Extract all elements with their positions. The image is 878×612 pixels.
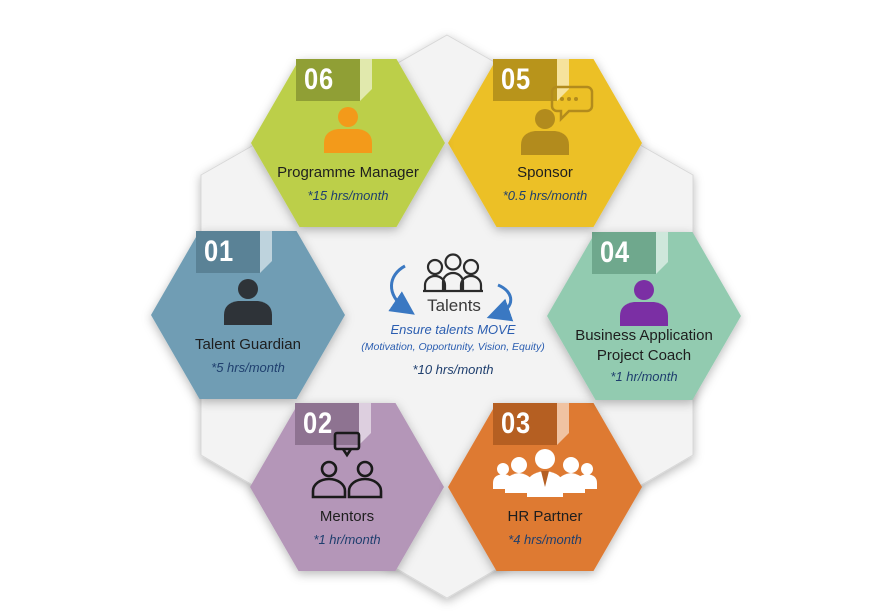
- role-title: HR Partner: [507, 508, 583, 525]
- role-title: Talent Guardian: [195, 336, 301, 353]
- team-icon: [493, 449, 597, 497]
- person-icon: [324, 107, 372, 153]
- number-tab-fold: [656, 232, 668, 274]
- number-tab: [493, 59, 557, 101]
- role-number: 04: [600, 236, 631, 269]
- mentoring-icon: [311, 431, 383, 499]
- role-hours: *5 hrs/month: [211, 360, 285, 375]
- number-tab-fold: [557, 59, 569, 101]
- role-number: 05: [501, 63, 532, 96]
- number-tab-fold: [260, 231, 272, 273]
- number-tab-fold: [557, 403, 569, 445]
- person-icon: [224, 279, 272, 325]
- group-icon: [423, 253, 483, 293]
- cycle-arrow-right-icon: [486, 283, 514, 322]
- center-title: Talents: [427, 296, 481, 315]
- center-detail: (Motivation, Opportunity, Vision, Equity…: [361, 341, 545, 353]
- role-number: 06: [304, 63, 335, 96]
- role-title-line: Project Coach: [596, 347, 692, 364]
- number-tab-fold: [360, 59, 372, 101]
- person-icon: [620, 280, 668, 326]
- role-hours: *0.5 hrs/month: [502, 188, 588, 203]
- role-hexagon-03: [448, 403, 642, 571]
- role-hours: *4 hrs/month: [508, 532, 582, 547]
- role-number: 01: [204, 235, 235, 268]
- role-hexagon-01: [151, 231, 345, 399]
- role-title: Programme Manager: [277, 164, 419, 181]
- role-hours: *1 hr/month: [313, 532, 381, 547]
- number-tab: [196, 231, 260, 273]
- number-tab: [493, 403, 557, 445]
- role-hexagon-06: [251, 59, 445, 227]
- center-hours: *10 hrs/month: [412, 362, 494, 377]
- role-hours: *1 hr/month: [610, 369, 678, 384]
- role-hexagon-02: [250, 403, 444, 571]
- number-tab: [296, 59, 360, 101]
- speaking-person-icon: [521, 85, 594, 155]
- number-tab: [592, 232, 656, 274]
- center-subtitle: Ensure talents MOVE: [390, 322, 516, 337]
- role-hours: *15 hrs/month: [307, 188, 389, 203]
- cycle-arrow-left-icon: [388, 264, 415, 315]
- role-title: Mentors: [319, 508, 375, 525]
- role-hexagon-04: [547, 232, 741, 400]
- role-title: Sponsor: [517, 164, 573, 181]
- role-number: 03: [501, 407, 532, 440]
- number-tab-fold: [359, 403, 371, 445]
- role-hexagon-05: [448, 59, 642, 227]
- role-title-line: Business Application: [575, 327, 713, 344]
- role-number: 02: [303, 407, 334, 440]
- number-tab: [295, 403, 359, 445]
